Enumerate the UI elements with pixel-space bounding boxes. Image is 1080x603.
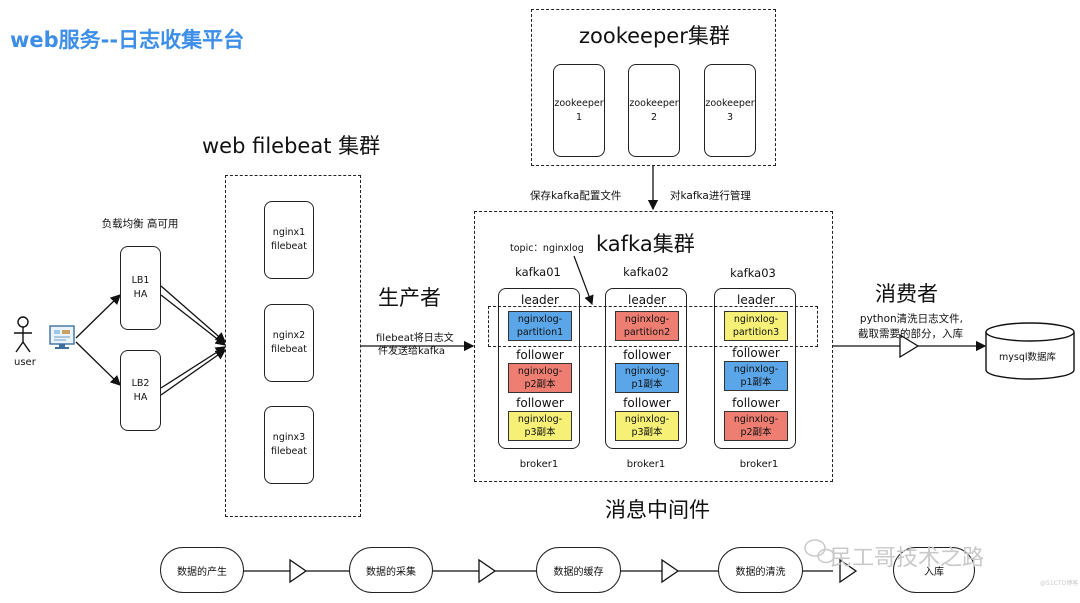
broker-2-leader-label: leader [627, 293, 666, 307]
broker-3-footer: broker1 [739, 459, 779, 470]
broker-2-leader-partition: nginxlog-partition2 [615, 311, 679, 341]
kafka-cluster-title: kafka集群 [596, 232, 695, 256]
zookeeper-node-1: zookeeper 1 [553, 64, 605, 157]
broker-1-name: kafka01 [515, 265, 561, 279]
broker-2-footer: broker1 [626, 459, 666, 470]
consumer-desc: python清洗日志文件, 截取需要的部分，入库 [858, 312, 963, 342]
consumer-desc-line1: python清洗日志文件, [859, 313, 963, 325]
broker-3-leader-label: leader [736, 293, 775, 307]
filebeat-node-1-name: nginx1 [272, 227, 306, 238]
broker-1-leader-label: leader [520, 293, 559, 307]
flow-step-3: 数据的缓存 [536, 547, 621, 593]
flow-triangle-4 [839, 558, 858, 584]
consumer-desc-line2: 截取需要的部分，入库 [858, 328, 963, 340]
broker-2-follower-partition-1: nginxlog-p1副本 [615, 363, 679, 393]
zookeeper-node-2: zookeeper 2 [628, 64, 680, 157]
broker-2-name: kafka02 [623, 265, 669, 279]
flow-step-2: 数据的采集 [349, 547, 433, 593]
filebeat-node-2: nginx2 filebeat [264, 304, 314, 382]
zookeeper-node-3: zookeeper 3 [704, 64, 756, 157]
kafka-topic-label: topic：nginxlog [510, 243, 584, 254]
watermark-icon [804, 539, 835, 564]
broker-1: leader nginxlog-partition1 follower ngin… [498, 288, 580, 449]
broker-3-follower-partition-1: nginxlog-p1副本 [724, 361, 788, 391]
zk-manage-label: 对kafka进行管理 [670, 190, 751, 202]
flow-step-5: 入库 [893, 547, 975, 593]
zookeeper-node-2-id: 2 [650, 111, 658, 123]
watermark-text: 民工哥技术之路 [830, 546, 985, 571]
lb2-node: LB2 HA [120, 350, 161, 431]
broker-1-follower-partition-1: nginxlog-p2副本 [508, 363, 572, 393]
filebeat-node-1: nginx1 filebeat [264, 201, 314, 279]
filebeat-cluster-title: web filebeat 集群 [202, 134, 381, 158]
kafka-cluster-box [474, 211, 833, 482]
zookeeper-node-3-name: zookeeper [705, 97, 755, 109]
lb-caption: 负载均衡 高可用 [101, 218, 179, 230]
lb1-line2: HA [133, 289, 148, 300]
flow-triangle-2 [478, 558, 497, 584]
monitor-icon [49, 325, 75, 349]
lb2-line2: HA [133, 391, 148, 403]
broker-1-leader-partition: nginxlog-partition1 [508, 311, 572, 341]
zookeeper-node-2-name: zookeeper [629, 97, 679, 109]
broker-3-follower-label-1: follower [732, 346, 780, 360]
broker-3-follower-partition-2: nginxlog-p2副本 [724, 411, 788, 441]
user-icon [14, 316, 32, 353]
arrow-lb2-b [160, 349, 227, 396]
user-label: user [14, 357, 36, 368]
middleware-label: 消息中间件 [605, 498, 710, 522]
filebeat-node-2-name: nginx2 [272, 330, 306, 341]
database-label: mysql数据库 [999, 352, 1056, 363]
filebeat-cluster-box [225, 175, 361, 517]
broker-3-leader-partition: nginxlog-partition3 [724, 311, 788, 341]
arrow-lb1-b [160, 294, 227, 346]
database-icon [985, 322, 1075, 380]
flow-step-4: 数据的清洗 [718, 547, 803, 593]
flow-triangle-3 [661, 558, 680, 584]
broker-2-follower-label-2: follower [623, 396, 671, 410]
leader-band [488, 306, 818, 347]
arrow-to-lb2 [75, 341, 121, 386]
arrow-lb2-a [160, 346, 227, 389]
zookeeper-cluster-box [531, 9, 776, 166]
zk-save-label: 保存kafka配置文件 [530, 190, 622, 202]
zookeeper-node-1-name: zookeeper [554, 97, 604, 109]
page-title: web服务--日志收集平台 [10, 28, 245, 52]
producer-desc: filebeat将日志文 件发送给kafka [376, 332, 454, 358]
lb1-node: LB1 HA [120, 246, 161, 330]
broker-1-follower-label-2: follower [516, 396, 564, 410]
broker-1-follower-partition-2: nginxlog-p3副本 [508, 411, 572, 441]
filebeat-node-3-name: nginx3 [272, 432, 306, 443]
zookeeper-cluster-title: zookeeper集群 [579, 24, 730, 48]
lb2-line1: LB2 [131, 377, 150, 389]
flow-triangle-1 [289, 558, 308, 584]
producer-desc-line2: 件发送给kafka [378, 346, 446, 357]
filebeat-node-2-sub: filebeat [271, 344, 307, 355]
producer-desc-line1: filebeat将日志文 [376, 333, 454, 344]
arrow-lb1-a [160, 285, 226, 343]
broker-2: leader nginxlog-partition2 follower ngin… [605, 288, 687, 449]
broker-1-follower-label-1: follower [516, 348, 564, 362]
arrow-to-lb1 [75, 294, 121, 339]
zookeeper-node-3-id: 3 [726, 111, 734, 123]
broker-2-follower-label-1: follower [623, 348, 671, 362]
arrow-topic [573, 255, 594, 306]
filebeat-node-1-sub: filebeat [271, 241, 307, 252]
producer-title: 生产者 [378, 286, 441, 310]
broker-1-footer: broker1 [519, 459, 559, 470]
flow-step-1: 数据的产生 [160, 547, 244, 593]
broker-3-name: kafka03 [730, 266, 776, 280]
filebeat-node-3: nginx3 filebeat [264, 406, 314, 484]
broker-3: leader nginxlog-partition3 follower ngin… [714, 288, 796, 449]
lb1-line1: LB1 [131, 275, 150, 286]
filebeat-node-3-sub: filebeat [271, 446, 307, 457]
zookeeper-node-1-id: 1 [575, 111, 583, 123]
consumer-title: 消费者 [875, 282, 938, 306]
broker-3-follower-label-2: follower [732, 396, 780, 410]
broker-2-follower-partition-2: nginxlog-p3副本 [615, 411, 679, 441]
consumer-triangle [899, 333, 920, 359]
watermark-sub: @51CTO博客 [1040, 580, 1079, 587]
